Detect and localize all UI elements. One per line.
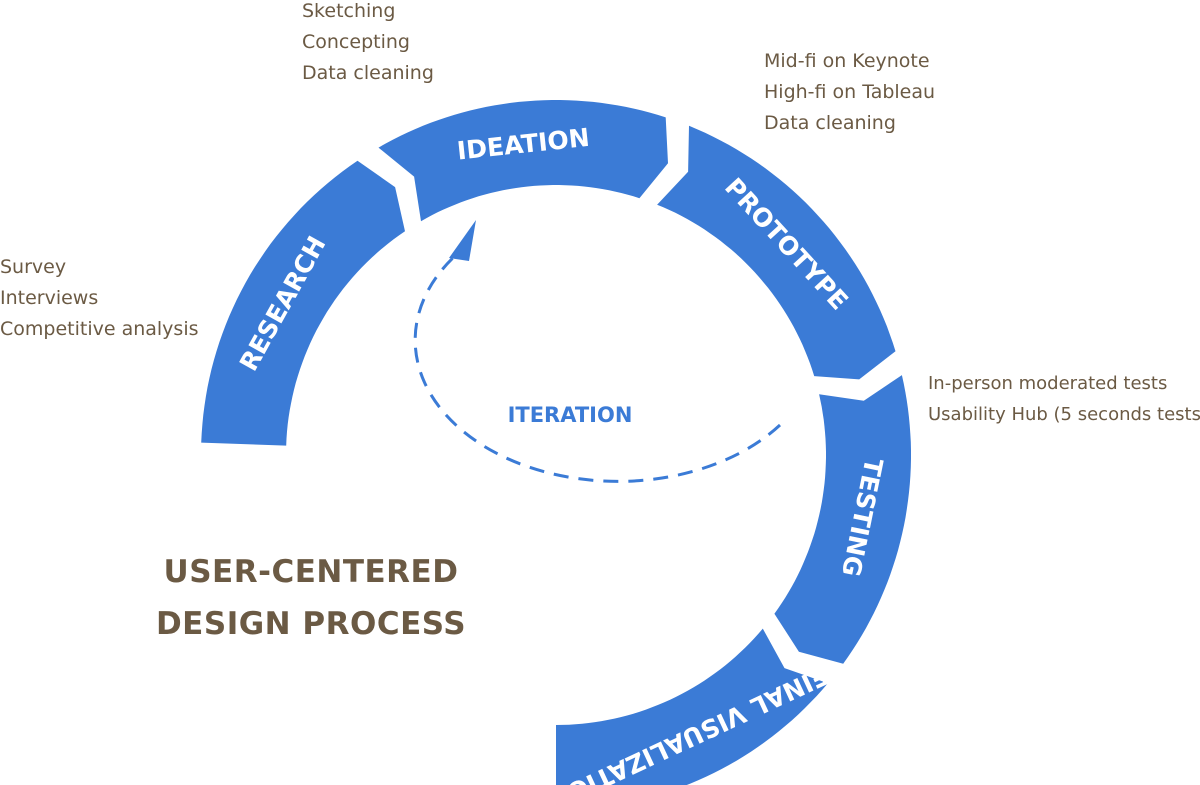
stage-segments — [201, 100, 911, 785]
testing-note-1: In-person moderated tests — [928, 373, 1168, 394]
research-note-2: Interviews — [0, 287, 99, 309]
segment-testing — [774, 375, 911, 664]
research-note-1: Survey — [0, 256, 67, 278]
prototype-note-1: Mid-fi on Keynote — [764, 50, 930, 72]
prototype-note-3: Data cleaning — [764, 112, 896, 134]
research-notes: Survey Interviews Competitive analysis — [0, 252, 199, 345]
segment-ideation — [378, 100, 668, 222]
ideation-note-1: Sketching — [302, 0, 396, 22]
prototype-notes: Mid-fi on Keynote High-fi on Tableau Dat… — [764, 46, 935, 139]
iteration-dashed-arc — [413, 253, 782, 483]
diagram-title-line-2: DESIGN PROCESS — [155, 606, 467, 642]
segment-prototype — [657, 125, 896, 380]
ideation-note-2: Concepting — [302, 31, 410, 53]
prototype-note-2: High-fi on Tableau — [764, 81, 936, 103]
testing-notes: In-person moderated tests Usability Hub … — [928, 368, 1200, 430]
research-note-3: Competitive analysis — [0, 318, 199, 340]
ideation-note-3: Data cleaning — [302, 62, 434, 84]
diagram-title: USER-CENTERED DESIGN PROCESS — [0, 546, 622, 650]
iteration-label: ITERATION — [508, 403, 633, 427]
diagram-title-line-1: USER-CENTERED — [163, 554, 459, 590]
iteration-loop: ITERATION — [413, 220, 782, 483]
testing-note-2: Usability Hub (5 seconds tests) — [928, 404, 1200, 425]
segment-final-visualization — [556, 628, 828, 785]
ideation-notes: Sketching Concepting Data cleaning — [302, 0, 434, 89]
iteration-arrowhead-icon — [449, 220, 476, 261]
segment-research — [201, 160, 405, 446]
